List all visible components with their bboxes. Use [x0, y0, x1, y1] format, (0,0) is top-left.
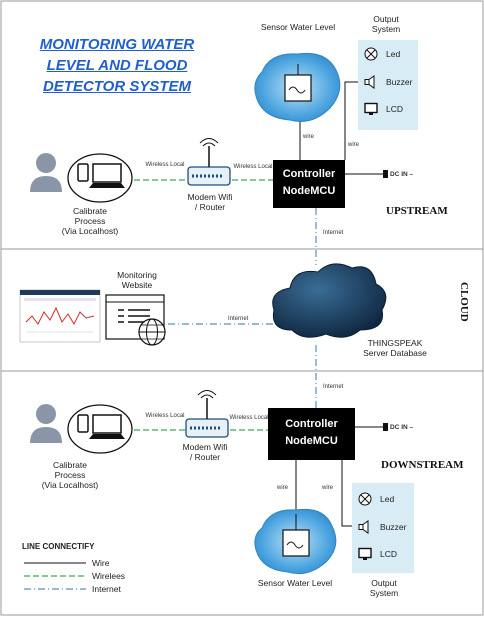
up-output-led: Led: [364, 47, 400, 61]
up-wireless-label-2: Wireless Local: [233, 164, 273, 170]
up-wire-output: [344, 81, 358, 160]
cloud-icon: [272, 263, 387, 338]
up-modem-line1: Modem Wifi: [187, 192, 233, 202]
up-sensor-label: Sensor Water Level: [260, 22, 336, 32]
up-output-lcd-label: LCD: [386, 104, 404, 114]
down-sensor-icon: [254, 508, 337, 575]
up-calibrate-line2: Process: [74, 216, 106, 226]
legend-item-wireless: Wirelees: [92, 571, 126, 581]
speaker-icon: [358, 520, 369, 534]
down-controller-line1: Controller: [285, 418, 338, 430]
up-calibrate-line1: Calibrate: [72, 206, 108, 216]
down-dc-plug: [383, 423, 388, 431]
down-output-box: Led Buzzer LCD: [352, 483, 414, 573]
up-output-box: Led Buzzer LCD: [358, 40, 418, 130]
cloud-section-label: CLOUD: [458, 282, 470, 322]
website-line1: Monitoring: [117, 270, 157, 280]
up-user-icon: [30, 153, 62, 192]
up-dc-in-label: DC IN –: [390, 171, 414, 178]
down-internet-label: Internet: [323, 384, 344, 390]
down-wireless-label-2: Wireless Local: [229, 415, 269, 421]
website-screenshot-thumb: [19, 289, 101, 343]
down-sensor-label: Sensor Water Level: [257, 578, 333, 588]
down-calibrate-line1: Calibrate: [52, 460, 88, 470]
up-wire-label-2: wire: [348, 142, 360, 148]
down-calibrate-label: Calibrate Process (Via Localhost): [20, 460, 120, 490]
down-output-lcd: LCD: [358, 547, 397, 561]
server-line1: THINGSPEAK: [367, 338, 423, 348]
up-output-label: Output System: [371, 14, 401, 34]
up-calibrate-line3: (Via Localhost): [61, 226, 119, 236]
up-controller-nodemcu: Controller NodeMCU: [273, 160, 345, 208]
legend-item-wire: Wire: [92, 558, 110, 568]
up-output-buzzer: Buzzer: [364, 75, 412, 89]
down-wire-label-2: wire: [322, 485, 334, 491]
website-label: Monitoring Website: [106, 270, 168, 290]
down-wire-label-1: wire: [277, 485, 289, 491]
down-modem-label: Modem Wifi / Router: [174, 442, 236, 462]
up-controller-line1: Controller: [282, 168, 336, 180]
up-dc-plug: [383, 170, 388, 178]
up-sensor-icon: [254, 52, 341, 122]
down-modem-line1: Modem Wifi: [182, 442, 228, 452]
down-output-led: Led: [358, 492, 394, 506]
up-output-buzzer-label: Buzzer: [386, 77, 413, 87]
up-controller-line2: NodeMCU: [282, 185, 336, 197]
down-dc-in-label: DC IN –: [390, 424, 414, 431]
down-calibrate-line2: Process: [54, 470, 86, 480]
up-dc-in-text: DC IN: [390, 171, 408, 178]
server-label: THINGSPEAK Server Database: [355, 338, 435, 358]
down-modem-icon: [185, 390, 229, 438]
legend-heading: LINE CONNECTIFY: [22, 542, 95, 551]
down-dc-in-text: DC IN: [390, 424, 408, 431]
legend-item-internet: Internet: [92, 584, 121, 594]
down-output-label: Output System: [369, 578, 399, 598]
down-controller-nodemcu: Controller NodeMCU: [268, 408, 355, 460]
up-internet-label: Internet: [323, 230, 344, 236]
up-modem-line2: / Router: [194, 202, 226, 212]
down-output-lcd-label: LCD: [380, 549, 398, 559]
down-wire-output: [341, 460, 352, 527]
diagram-title: MONITORING WATER LEVEL AND FLOOD DETECTO…: [39, 36, 195, 95]
down-device-icon: [67, 404, 133, 454]
up-device-icon: [67, 153, 133, 203]
down-controller-line2: NodeMCU: [285, 435, 338, 447]
cloud-internet-label: Internet: [228, 316, 249, 322]
up-output-led-label: Led: [386, 49, 401, 59]
up-modem-label: Modem Wifi / Router: [180, 192, 240, 212]
led-icon: [364, 47, 378, 61]
downstream-section-label: DOWNSTREAM: [381, 459, 464, 471]
monitor-icon: [364, 102, 378, 115]
down-modem-line2: / Router: [189, 452, 221, 462]
down-calibrate-line3: (Via Localhost): [41, 480, 99, 490]
down-output-buzzer: Buzzer: [358, 520, 406, 534]
website-line2: Website: [121, 280, 153, 290]
speaker-icon: [364, 75, 375, 89]
monitor-icon: [358, 547, 372, 560]
down-wireless-label-1: Wireless Local: [145, 413, 185, 419]
up-calibrate-label: Calibrate Process (Via Localhost): [40, 206, 140, 236]
led-icon: [358, 492, 372, 506]
up-wireless-label-1: Wireless Local: [145, 162, 185, 168]
up-modem-icon: [187, 138, 231, 186]
down-output-led-label: Led: [380, 494, 395, 504]
upstream-section-label: UPSTREAM: [386, 205, 448, 217]
down-output-buzzer-label: Buzzer: [380, 522, 407, 532]
server-line2: Server Database: [363, 348, 427, 358]
up-wire-label-1: wire: [303, 134, 315, 140]
up-output-lcd: LCD: [364, 102, 403, 116]
down-user-icon: [30, 404, 62, 443]
website-window-icon: [105, 294, 166, 346]
